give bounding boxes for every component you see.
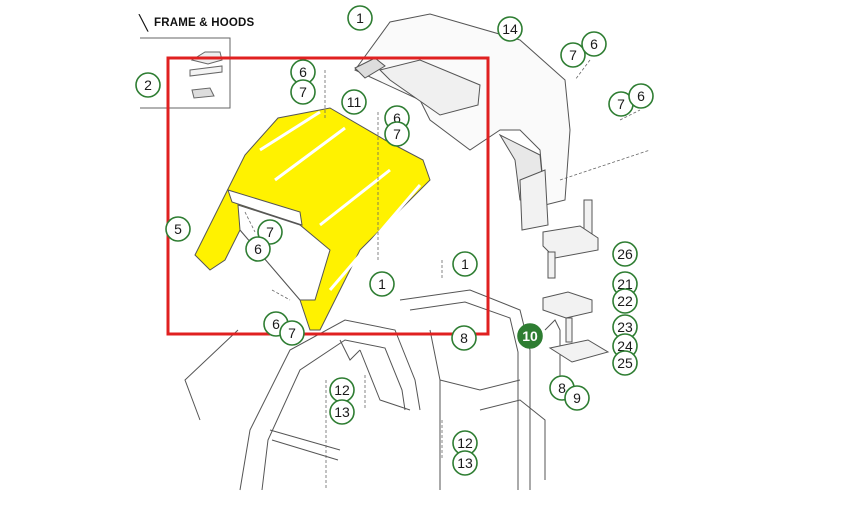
- callout-23: 23: [612, 314, 638, 340]
- pivot-assembly: [542, 199, 610, 363]
- svg-text:5: 5: [174, 221, 182, 237]
- diagram-title: FRAME & HOODS: [154, 17, 255, 29]
- callout-6: 6: [245, 236, 271, 262]
- callout-6: 6: [581, 31, 607, 57]
- svg-text:26: 26: [617, 246, 633, 262]
- callout-5: 5: [165, 216, 191, 242]
- callout-25: 25: [612, 350, 638, 376]
- svg-text:21: 21: [617, 276, 633, 292]
- svg-text:12: 12: [334, 382, 350, 398]
- svg-text:7: 7: [617, 96, 625, 112]
- diagram-header: ╲ FRAME & HOODS: [139, 14, 254, 32]
- svg-text:1: 1: [461, 256, 469, 272]
- callout-1: 1: [369, 271, 395, 297]
- callout-1: 1: [452, 251, 478, 277]
- svg-text:10: 10: [522, 328, 538, 344]
- chevron-icon: ╲: [139, 14, 149, 32]
- svg-text:2: 2: [144, 77, 152, 93]
- svg-text:6: 6: [299, 64, 307, 80]
- svg-text:11: 11: [347, 94, 362, 110]
- callout-1: 1: [347, 5, 373, 31]
- svg-text:7: 7: [266, 224, 274, 240]
- svg-text:6: 6: [590, 36, 598, 52]
- callout-7: 7: [560, 42, 586, 68]
- front-frame: [184, 319, 421, 491]
- svg-text:22: 22: [617, 293, 633, 309]
- svg-text:8: 8: [460, 330, 468, 346]
- callout-22: 22: [612, 288, 638, 314]
- svg-text:7: 7: [299, 84, 307, 100]
- svg-text:14: 14: [502, 21, 518, 37]
- hood-front-highlighted: [194, 107, 431, 331]
- callout-10: 10: [517, 323, 543, 349]
- svg-text:7: 7: [393, 126, 401, 142]
- svg-text:9: 9: [573, 390, 581, 406]
- svg-text:24: 24: [617, 338, 633, 354]
- leader-lines: [244, 59, 651, 490]
- callout-11: 11: [341, 89, 367, 115]
- svg-text:13: 13: [457, 455, 473, 471]
- callout-9: 9: [564, 385, 590, 411]
- svg-text:6: 6: [272, 316, 280, 332]
- callout-12: 12: [329, 377, 355, 403]
- callout-8: 8: [451, 325, 477, 351]
- svg-text:13: 13: [334, 404, 350, 420]
- callout-7: 7: [290, 79, 316, 105]
- selection-box: [166, 56, 490, 336]
- callout-13: 13: [452, 450, 478, 476]
- svg-text:6: 6: [254, 241, 262, 257]
- svg-text:12: 12: [457, 435, 473, 451]
- inset-detail: [140, 37, 231, 109]
- callout-14: 14: [497, 16, 523, 42]
- callout-6: 6: [628, 83, 654, 109]
- svg-text:8: 8: [558, 380, 566, 396]
- svg-text:6: 6: [637, 88, 645, 104]
- svg-text:7: 7: [569, 47, 577, 63]
- rear-hood: [354, 13, 571, 231]
- svg-text:6: 6: [393, 110, 401, 126]
- svg-text:1: 1: [378, 276, 386, 292]
- callout-26: 26: [612, 241, 638, 267]
- callout-7: 7: [279, 320, 305, 346]
- callout-7: 7: [384, 121, 410, 147]
- callout-13: 13: [329, 399, 355, 425]
- callout-2: 2: [135, 72, 161, 98]
- svg-text:23: 23: [617, 319, 633, 335]
- svg-text:25: 25: [617, 355, 633, 371]
- svg-text:1: 1: [356, 10, 364, 26]
- rear-frame: [399, 289, 561, 490]
- svg-text:7: 7: [288, 325, 296, 341]
